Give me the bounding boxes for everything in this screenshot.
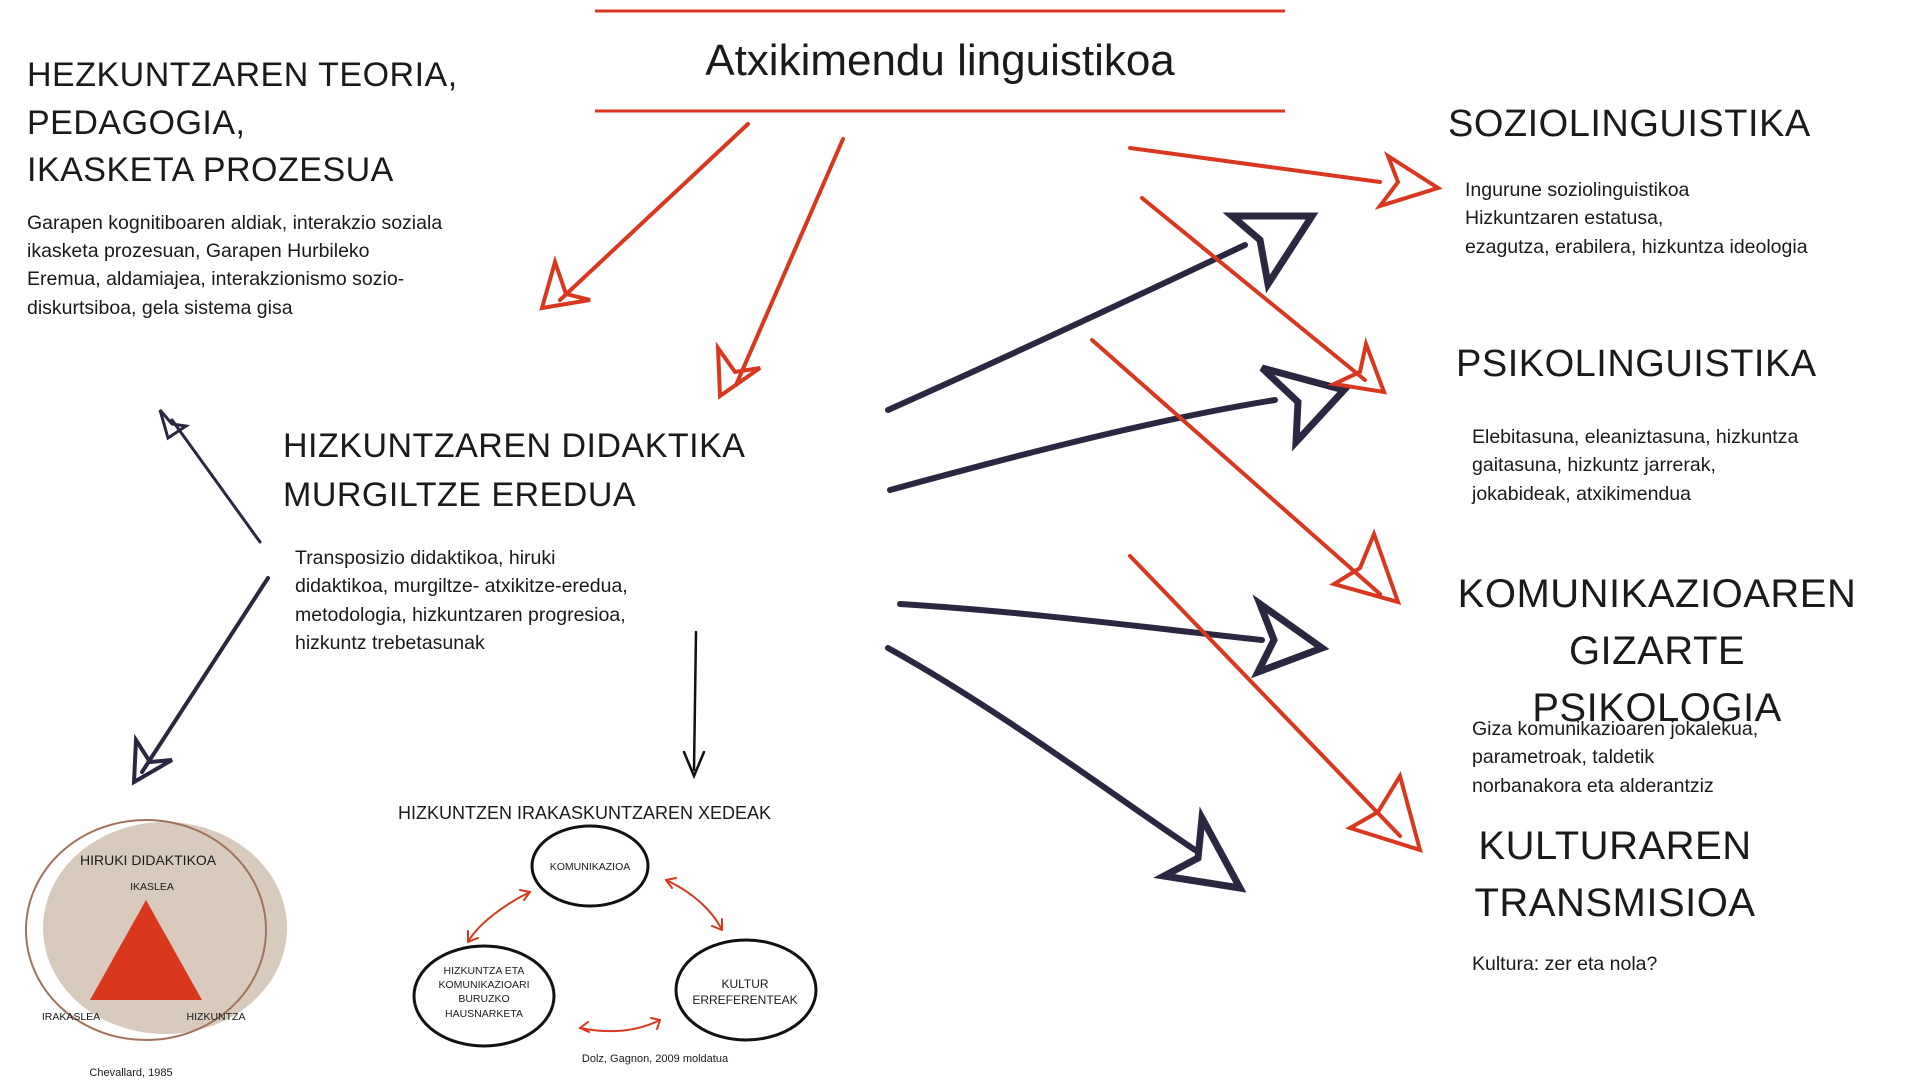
goal-reflection: HIZKUNTZA ETA KOMUNIKAZIOARI BURUZKO HAU…	[438, 965, 530, 1020]
main-title: Atxikimendu linguistikoa	[705, 36, 1175, 85]
red-arrow-to-kultura	[1128, 554, 1423, 854]
goals-title: HIZKUNTZEN IRAKASKUNTZAREN XEDEAK	[398, 803, 772, 823]
triangle-label-top: IKASLEA	[130, 881, 174, 893]
arrow-to-psikolinguistika	[887, 364, 1351, 493]
education-theory-heading: HEZKUNTZAREN TEORIA, PEDAGOGIA, IKASKETA…	[27, 56, 458, 190]
triangle-diagram-shapes	[25, 819, 287, 1041]
arrow-to-komunikazioa	[897, 594, 1330, 679]
arrow-to-soziolinguistika	[885, 212, 1319, 413]
red-arrow-to-soziolinguistika	[1128, 146, 1443, 210]
red-arrow-to-komunikazioa	[1090, 338, 1402, 605]
goal-circle-culture	[674, 938, 818, 1042]
arrow-to-kultura	[885, 645, 1247, 893]
soziolinguistika-text: Ingurune soziolinguistikoa Hizkuntzaren …	[1465, 179, 1808, 258]
goal-circle-reflection	[412, 944, 556, 1048]
triangle-source: Chevallard, 1985	[89, 1067, 173, 1079]
didactics-heading: HIZKUNTZAREN DIDAKTIKA MURGILTZE EREDUA	[283, 427, 746, 515]
goal-communication: KOMUNIKAZIOA	[549, 861, 631, 873]
education-theory-section: HEZKUNTZAREN TEORIA, PEDAGOGIA, IKASKETA…	[27, 52, 507, 322]
kultura-text: Kultura: zer eta nola?	[1472, 953, 1658, 975]
arrow-title-to-education	[539, 122, 750, 311]
psikolinguistika-heading: PSIKOLINGUISTIKA	[1456, 343, 1817, 385]
education-theory-text: Garapen kognitiboaren aldiak, interakzio…	[27, 211, 443, 319]
arrow-didactics-to-triangle	[131, 576, 270, 786]
double-arrow-bottom	[579, 1019, 661, 1033]
arrow-title-to-didactics	[715, 137, 845, 400]
triangle-outline-circle	[25, 819, 267, 1041]
komunikazioa-heading: KOMUNIKAZIOAREN GIZARTE PSIKOLOGIA	[1457, 572, 1857, 730]
komunikazioa-text: Giza komunikazioaren jokalekua, parametr…	[1472, 718, 1759, 797]
triangle-label-right: HIZKUNTZA	[186, 1011, 246, 1023]
goal-culture: KULTUR ERREFERENTEAK	[692, 977, 798, 1008]
didactics-text: Transposizio didaktikoa, hiruki didaktik…	[295, 547, 628, 654]
double-arrow-right	[665, 879, 723, 931]
arrow-didactics-to-goals	[682, 630, 706, 780]
kultura-heading: KULTURAREN TRANSMISIOA	[1474, 824, 1756, 925]
triangle-title: HIRUKI DIDAKTIKOA	[80, 852, 217, 868]
goals-diagram-shapes	[412, 824, 818, 1048]
arrow-didactics-to-pedagogy	[158, 409, 262, 544]
red-triangle	[90, 900, 202, 1000]
double-arrow-left	[467, 891, 531, 943]
soziolinguistika-heading: SOZIOLINGUISTIKA	[1448, 103, 1811, 145]
psikolinguistika-text: Elebitasuna, eleaniztasuna, hizkuntza ga…	[1472, 426, 1799, 505]
triangle-label-left: IRAKASLEA	[41, 1011, 101, 1023]
goal-circle-communication	[530, 824, 650, 908]
goals-double-arrows	[467, 877, 723, 1033]
goals-source: Dolz, Gagnon, 2009 moldatua	[581, 1053, 729, 1065]
red-arrow-to-psikolinguistika	[1140, 196, 1388, 395]
